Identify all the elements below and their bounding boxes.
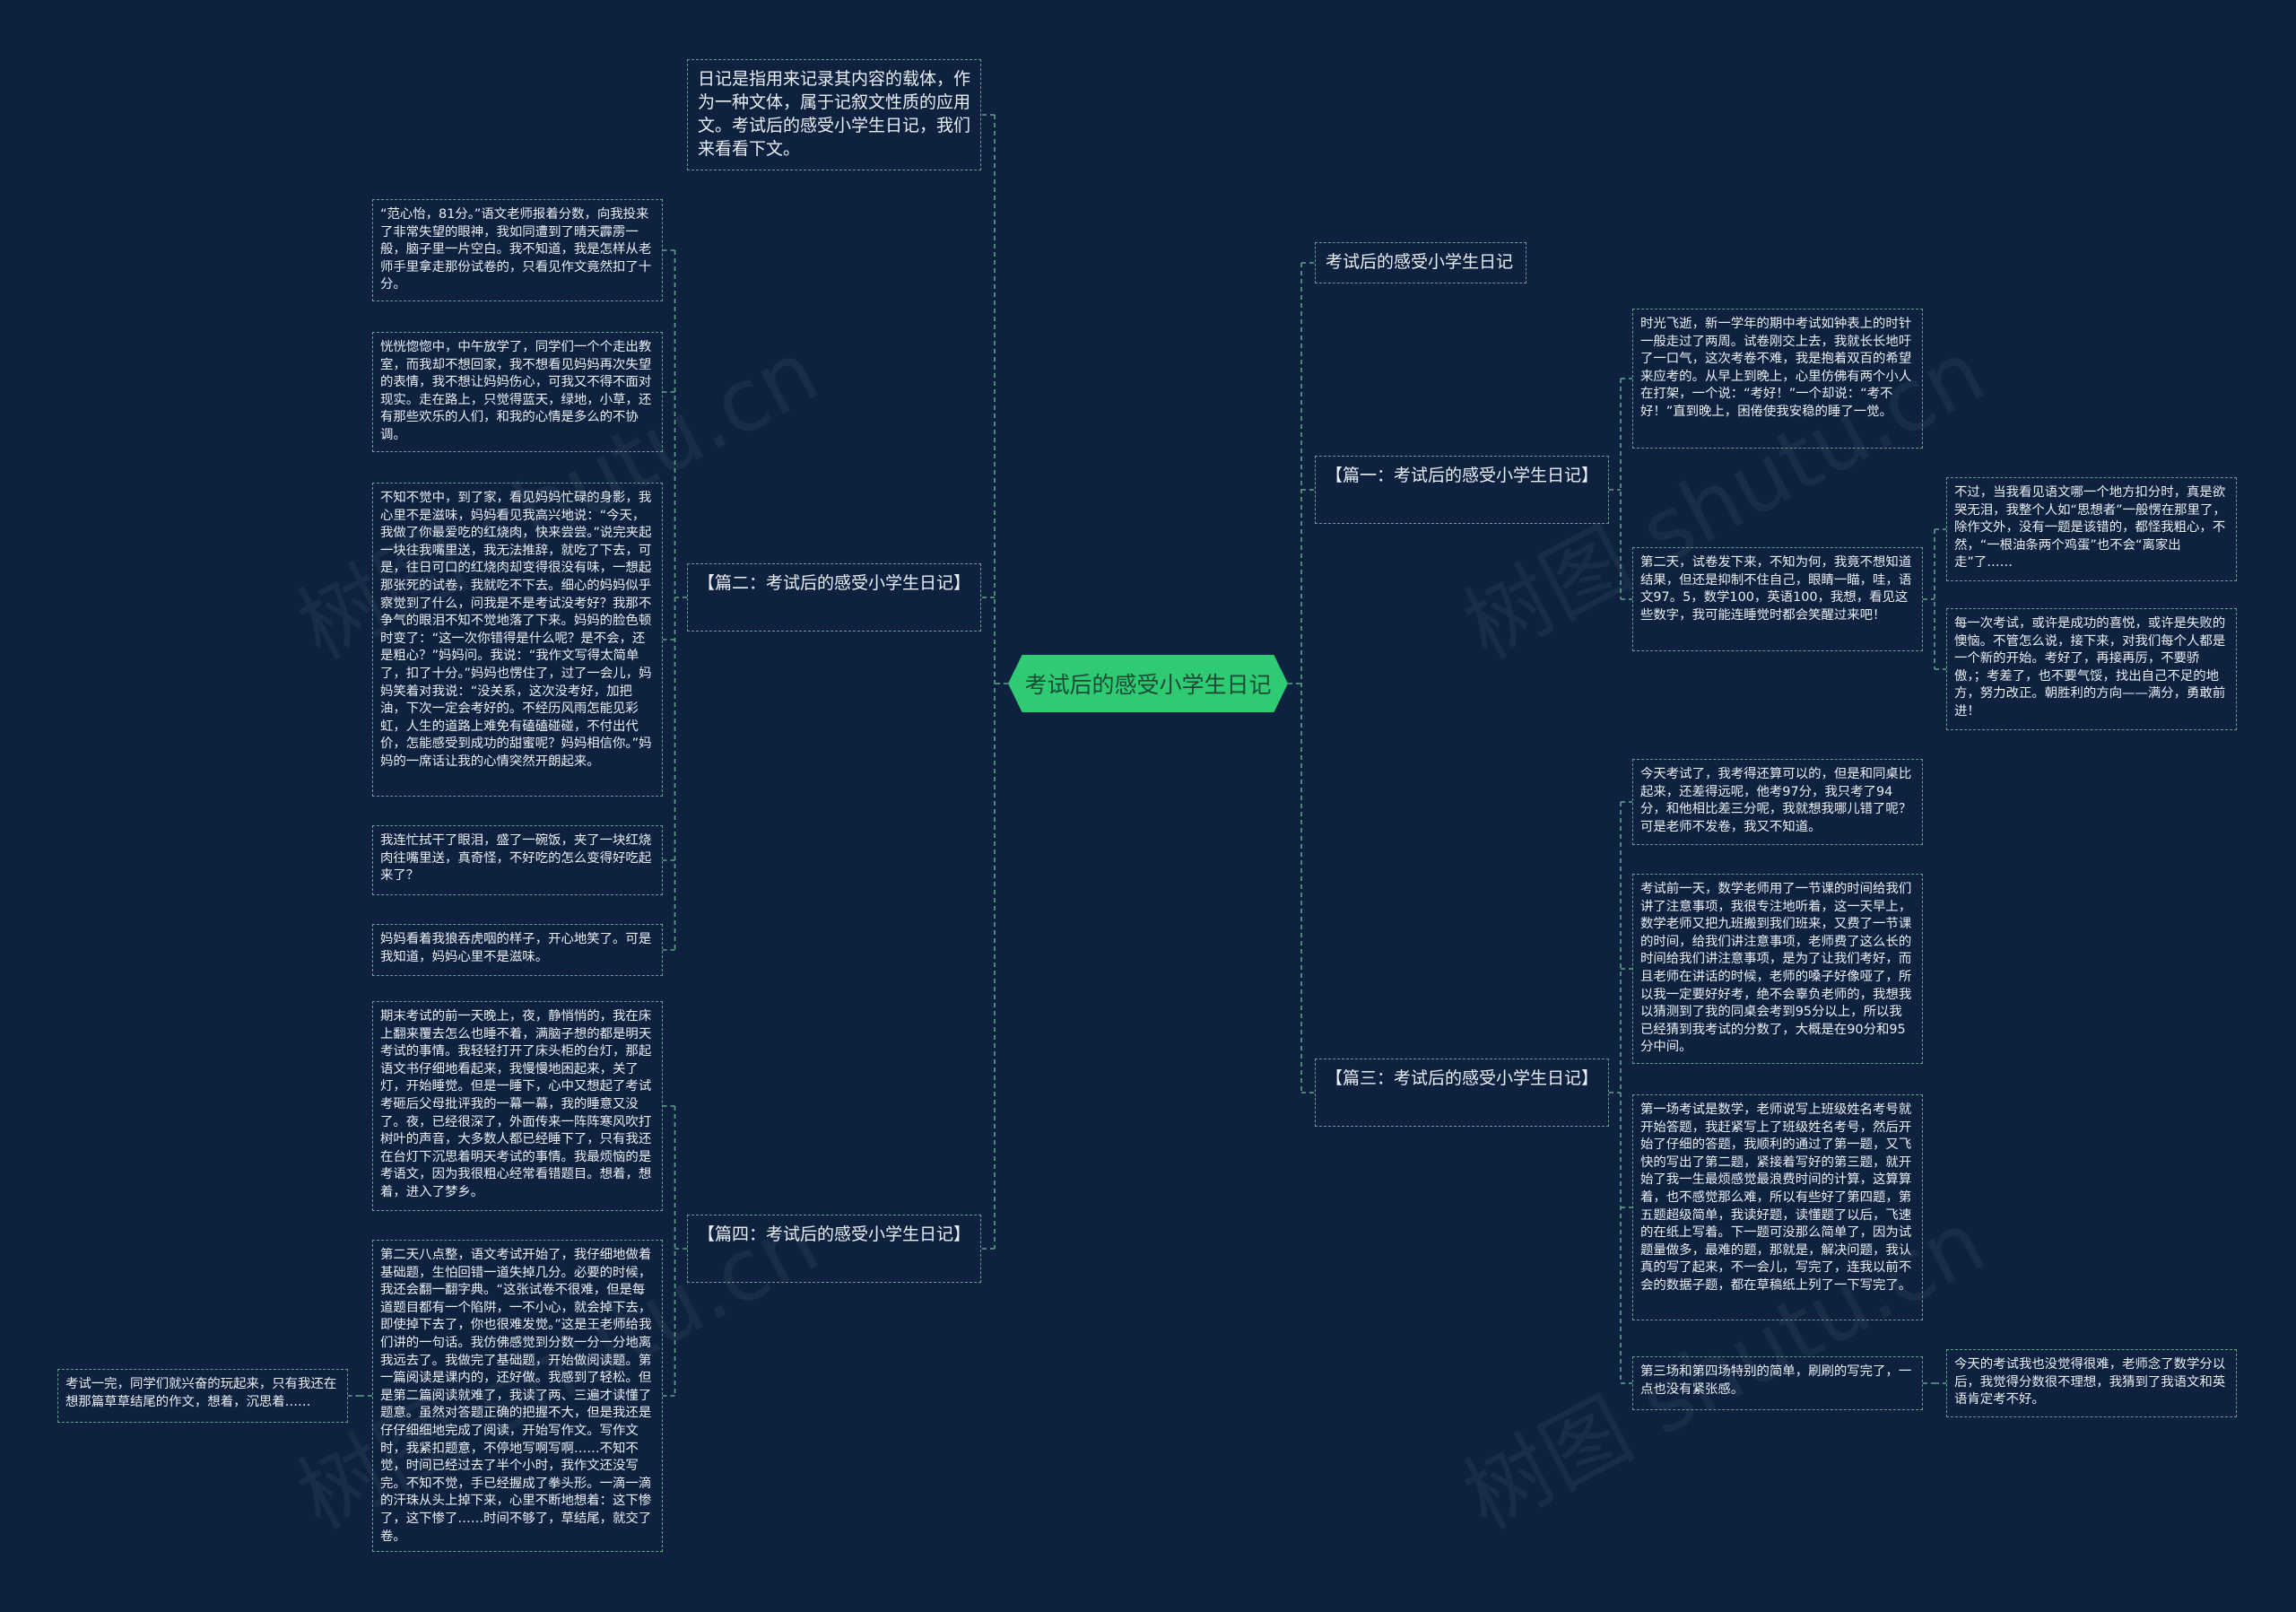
pian2-leaf-2[interactable]: 恍恍惚惚中，中午放学了，同学们一个个走出教室，而我却不想回家，我不想看见妈妈再次… bbox=[372, 332, 663, 452]
branch-pian3[interactable]: 【篇三：考试后的感受小学生日记】 bbox=[1315, 1059, 1609, 1127]
pian1-sub-leaf-2[interactable]: 每一次考试，或许是成功的喜悦，或许是失败的懊恼。不管怎么说，接下来，对我们每个人… bbox=[1946, 608, 2237, 730]
pian1-leaf-2[interactable]: 第二天，试卷发下来，不知为何，我竟不想知道结果，但还是抑制不住自己，眼睛一瞄，哇… bbox=[1632, 547, 1923, 651]
pian3-leaf-1[interactable]: 今天考试了，我考得还算可以的，但是和同桌比起来，还差得远呢，他考97分，我只考了… bbox=[1632, 759, 1923, 845]
pian2-leaf-1[interactable]: “范心怡，81分。”语文老师报着分数，向我投来了非常失望的眼神，我如同遭到了晴天… bbox=[372, 199, 663, 301]
pian4-sub-leaf[interactable]: 考试一完，同学们就兴奋的玩起来，只有我还在想那篇草草结尾的作文，想着，沉思着…… bbox=[57, 1369, 348, 1423]
pian4-leaf-1[interactable]: 期末考试的前一天晚上，夜，静悄悄的，我在床上翻来覆去怎么也睡不着，满脑子想的都是… bbox=[372, 1001, 663, 1211]
pian3-leaf-3[interactable]: 第一场考试是数学，老师说写上班级姓名考号就开始答题，我赶紧写上了班级姓名考号，然… bbox=[1632, 1094, 1923, 1320]
branch-pian4[interactable]: 【篇四：考试后的感受小学生日记】 bbox=[687, 1215, 981, 1283]
pian1-leaf-1[interactable]: 时光飞逝，新一学年的期中考试如钟表上的时针一般走过了两周。试卷刚交上去，我就长长… bbox=[1632, 309, 1923, 449]
root-node[interactable]: 考试后的感受小学生日记 bbox=[1008, 655, 1288, 712]
pian3-sub-leaf[interactable]: 今天的考试我也没觉得很难，老师念了数学分以后，我觉得分数很不理想，我猜到了我语文… bbox=[1946, 1349, 2237, 1417]
pian1-sub-leaf-1[interactable]: 不过，当我看见语文哪一个地方扣分时，真是欲哭无泪，我整个人如“思想者”一般愣在那… bbox=[1946, 477, 2237, 581]
pian4-leaf-2[interactable]: 第二天八点整，语文考试开始了，我仔细地做着基础题，生怕回错一道失掉几分。必要的时… bbox=[372, 1240, 663, 1552]
pian2-leaf-3[interactable]: 不知不觉中，到了家，看见妈妈忙碌的身影，我心里不是滋味，妈妈看见我高兴地说：“今… bbox=[372, 483, 663, 797]
branch-title[interactable]: 考试后的感受小学生日记 bbox=[1315, 242, 1526, 283]
branch-pian1[interactable]: 【篇一：考试后的感受小学生日记】 bbox=[1315, 456, 1609, 524]
pian2-leaf-4[interactable]: 我连忙拭干了眼泪，盛了一碗饭，夹了一块红烧肉往嘴里送，真奇怪，不好吃的怎么变得好… bbox=[372, 825, 663, 895]
intro-node[interactable]: 日记是指用来记录其内容的载体，作为一种文体，属于记叙文性质的应用文。考试后的感受… bbox=[687, 59, 981, 170]
pian2-leaf-5[interactable]: 妈妈看着我狼吞虎咽的样子，开心地笑了。可是我知道，妈妈心里不是滋味。 bbox=[372, 924, 663, 976]
branch-pian2[interactable]: 【篇二：考试后的感受小学生日记】 bbox=[687, 563, 981, 632]
pian3-leaf-4[interactable]: 第三场和第四场特别的简单，刷刷的写完了，一点也没有紧张感。 bbox=[1632, 1356, 1923, 1410]
pian3-leaf-2[interactable]: 考试前一天，数学老师用了一节课的时间给我们讲了注意事项，我很专注地听着，这一天早… bbox=[1632, 874, 1923, 1064]
